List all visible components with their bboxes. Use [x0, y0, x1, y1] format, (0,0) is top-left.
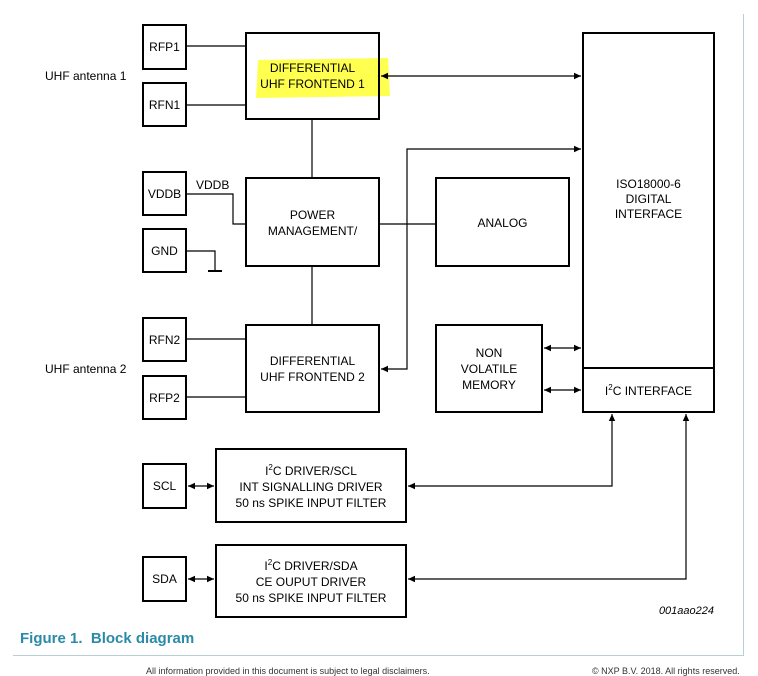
link-scldriver-i2c	[408, 414, 616, 490]
block-sda-driver	[215, 544, 407, 618]
scl-driver-line2: INT SIGNALLING DRIVER	[239, 480, 382, 494]
frontend2-line1: DIFFERENTIAL	[270, 354, 356, 368]
pin-gnd-label: GND	[151, 244, 178, 258]
footer-copyright: © NXP B.V. 2018. All rights reserved.	[592, 666, 740, 676]
antenna2-label: UHF antenna 2	[45, 362, 127, 376]
block-digital	[582, 32, 715, 413]
digital-line1: ISO18000-6	[616, 177, 681, 191]
pin-rfp2-label: RFP2	[149, 391, 180, 405]
block-scl-driver	[215, 448, 407, 523]
figure-caption-title: Block diagram	[90, 630, 195, 647]
pin-scl	[142, 463, 187, 509]
figure-caption: Figure 1. Block diagram	[20, 630, 194, 647]
scl-driver-line3: 50 ns SPIKE INPUT FILTER	[236, 496, 387, 510]
wire-vddb	[186, 193, 246, 225]
pin-rfp1-label: RFP1	[149, 40, 180, 54]
footer-disclaimer: All information provided in this documen…	[146, 666, 430, 676]
sda-driver-line2: CE OUPUT DRIVER	[256, 575, 367, 589]
memory-line2: VOLATILE	[461, 362, 517, 376]
memory-line1: NON	[476, 346, 503, 360]
sda-driver-line3: 50 ns SPIKE INPUT FILTER	[236, 591, 387, 605]
pin-rfn1-label: RFN1	[149, 98, 181, 112]
pin-sda-label: SDA	[152, 572, 177, 586]
analog-label: ANALOG	[477, 216, 527, 230]
block-frontend2	[245, 324, 380, 413]
power-line2: MANAGEMENT/	[268, 224, 358, 238]
figure-code: 001aao224	[659, 605, 714, 617]
digital-line3: INTERFACE	[615, 207, 682, 221]
block-power	[245, 177, 380, 267]
wire-gnd	[186, 250, 216, 271]
pin-rfp1	[142, 24, 187, 70]
scl-driver-line1: I2C DRIVER/SCL	[265, 463, 357, 478]
frontend1-line2: UHF FRONTEND 1	[260, 77, 365, 91]
link-sdadriver-i2c	[408, 414, 690, 583]
frontend2-line2: UHF FRONTEND 2	[260, 370, 365, 384]
frontend1-line1: DIFFERENTIAL	[270, 61, 356, 75]
figure-frame	[13, 14, 744, 656]
pin-rfn2-label: RFN2	[149, 333, 181, 347]
antenna1-label: UHF antenna 1	[45, 69, 127, 83]
link-frontend2-digital	[381, 145, 581, 373]
power-line1: POWER	[290, 208, 336, 222]
highlight-mark	[256, 58, 390, 98]
pin-sda	[142, 556, 187, 602]
memory-line3: MEMORY	[462, 378, 516, 392]
i2c-interface-label: I2C INTERFACE	[605, 383, 692, 398]
pin-vddb-label: VDDB	[148, 187, 181, 201]
vddb-wire-label: VDDB	[196, 178, 229, 192]
pin-scl-label: SCL	[153, 479, 177, 493]
digital-line2: DIGITAL	[626, 192, 672, 206]
figure-caption-label: Figure 1.	[20, 630, 83, 647]
sda-driver-line1: I2C DRIVER/SDA	[264, 558, 357, 573]
